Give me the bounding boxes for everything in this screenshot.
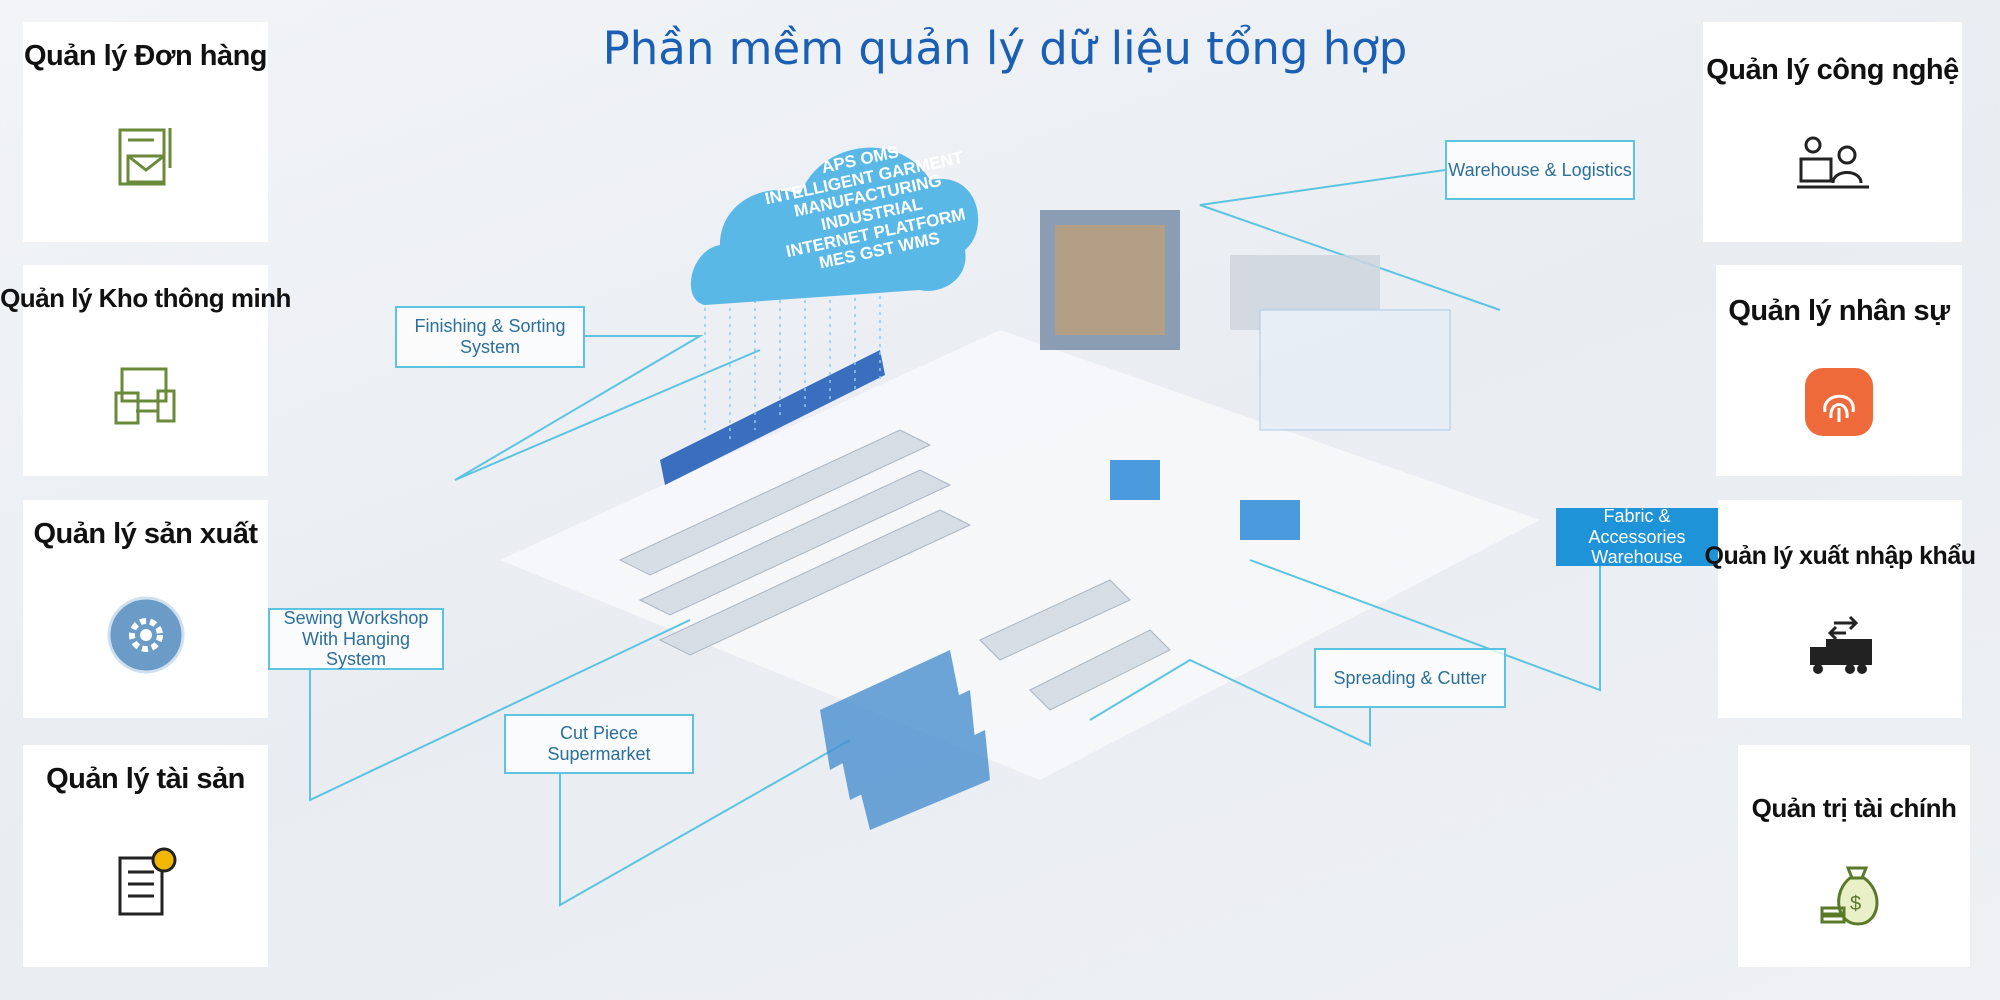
money-bag-icon: $	[1820, 866, 1879, 926]
truck-icon	[1810, 615, 1872, 674]
engineer-computer-icon	[1796, 136, 1869, 188]
card-smart-warehouse[interactable]: Quản lý Kho thông minh	[0, 265, 291, 476]
checklist-gear-icon	[118, 847, 176, 915]
card-hr[interactable]: Quản lý nhân sự	[1716, 265, 1962, 476]
card-label: Quản lý công nghệ	[1706, 54, 1959, 86]
card-label: Quản lý sản xuất	[33, 518, 258, 550]
card-label: Quản lý xuất nhập khẩu	[1704, 542, 1977, 570]
label-spreading: Spreading & Cutter	[1314, 648, 1506, 708]
order-document-icon	[118, 127, 171, 185]
devices-icon	[114, 367, 175, 425]
label-warehouse: Warehouse & Logistics	[1445, 140, 1635, 200]
page-title: Phần mềm quản lý dữ liệu tổng hợp	[602, 22, 1408, 75]
gear-icon	[107, 596, 184, 673]
card-import-export[interactable]: Quản lý xuất nhập khẩu	[1705, 500, 1976, 718]
label-cutpiece: Cut Piece Supermarket	[504, 714, 694, 774]
card-assets[interactable]: Quản lý tài sản	[23, 745, 268, 967]
card-label: Quản lý Đơn hàng	[23, 40, 268, 72]
card-finance[interactable]: Quản trị tài chính $	[1738, 745, 1970, 967]
label-finishing: Finishing & Sorting System	[395, 306, 585, 368]
card-technology[interactable]: Quản lý công nghệ	[1703, 22, 1962, 242]
card-production[interactable]: Quản lý sản xuất	[23, 500, 268, 718]
svg-text:$: $	[1850, 893, 1861, 915]
card-order-management[interactable]: Quản lý Đơn hàng	[23, 22, 268, 242]
cloud-shape	[690, 147, 979, 305]
label-fabric: Fabric & Accessories Warehouse	[1556, 506, 1718, 567]
card-label: Quản lý tài sản	[46, 763, 245, 795]
card-label: Quản lý Kho thông minh	[0, 283, 291, 313]
label-sewing: Sewing Workshop With Hanging System	[268, 608, 444, 670]
fingerprint-icon	[1805, 368, 1873, 436]
card-label: Quản lý nhân sự	[1728, 295, 1950, 327]
card-label: Quản trị tài chính	[1751, 793, 1957, 823]
